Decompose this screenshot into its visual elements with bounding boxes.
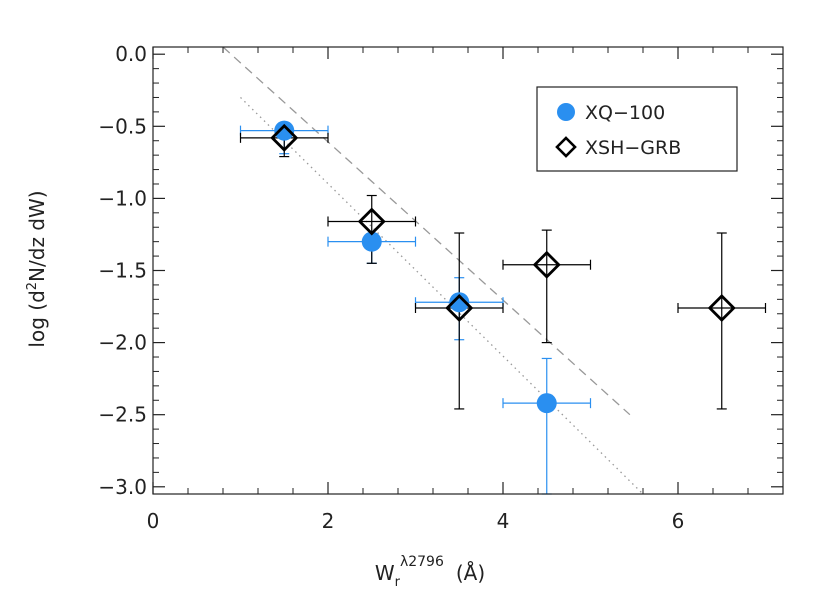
y-tick-label: −1.5 <box>98 259 147 283</box>
data-point-xshgrb <box>707 294 736 322</box>
data-point-xq100 <box>449 292 470 313</box>
legend-marker-xshgrb <box>555 136 577 158</box>
y-axis-title-sup: 2 <box>25 282 40 290</box>
y-tick-label: 0.0 <box>115 42 147 66</box>
error-bars <box>239 125 767 495</box>
data-point-xshgrb <box>270 123 299 152</box>
data-point-xq100 <box>536 393 557 414</box>
y-axis-title-pre: log (d <box>25 290 49 347</box>
data-point-xshgrb <box>532 250 561 279</box>
x-axis-title: Wr λ2796 (Å) <box>375 554 485 590</box>
x-axis-title-unit: (Å) <box>456 561 485 585</box>
legend-box <box>536 86 738 172</box>
legend-label-xshgrb: XSH−GRB <box>585 137 681 159</box>
x-axis-title-sup: λ2796 <box>400 554 444 570</box>
x-tick-label: 6 <box>672 509 685 533</box>
y-tick-label: −0.5 <box>98 114 147 138</box>
x-tick-label: 4 <box>497 509 510 533</box>
x-tick-label: 0 <box>147 509 160 533</box>
data-point-xq100 <box>361 231 382 252</box>
fit-line-dotted <box>240 97 644 495</box>
data-point-xshgrb <box>357 207 386 236</box>
x-axis-title-main: W <box>375 561 395 585</box>
y-tick-label: −3.0 <box>98 475 147 499</box>
data-point-xshgrb <box>445 294 474 322</box>
axis-ticks: 0 2 4 6 0.0 −0.5 −1.0 −1.5 −2.0 −2.5 −3.0 <box>98 42 783 533</box>
data-markers <box>270 120 736 414</box>
data-point-xq100 <box>274 120 295 141</box>
y-tick-label: −1.0 <box>98 186 147 210</box>
x-axis-title-sub: r <box>395 575 401 590</box>
fit-line-dashed <box>222 46 631 416</box>
y-tick-label: −2.0 <box>98 331 147 355</box>
y-tick-label: −2.5 <box>98 403 147 427</box>
legend: XQ−100 XSH−GRB <box>536 86 738 172</box>
fit-lines <box>222 46 644 495</box>
x-tick-label: 2 <box>322 509 335 533</box>
legend-marker-xq100 <box>557 103 575 121</box>
legend-label-xq100: XQ−100 <box>585 102 665 124</box>
y-axis-title: log (d2N/dz dW) <box>25 190 49 347</box>
y-axis-title-post: N/dz dW) <box>25 190 49 282</box>
